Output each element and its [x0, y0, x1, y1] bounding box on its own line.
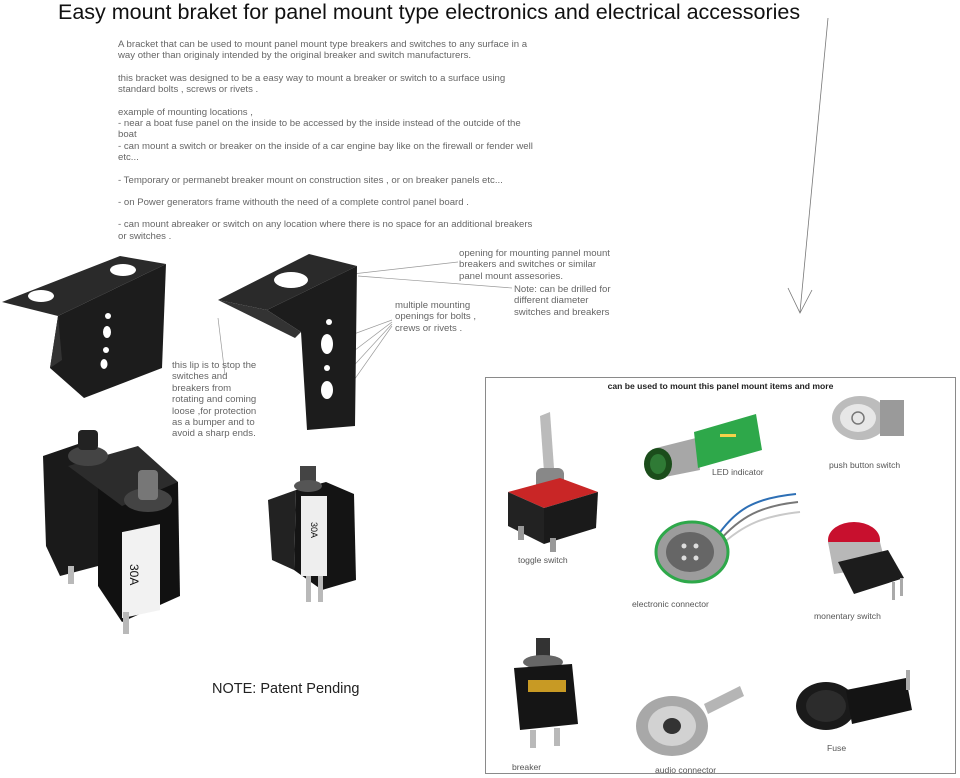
breaker-assembly-image: 30A	[43, 430, 180, 634]
description-paragraph: example of mounting locations , - near a…	[118, 106, 533, 164]
electronic-connector-image	[654, 493, 801, 584]
callout-multiple-openings: multiple mounting openings for bolts , c…	[395, 300, 477, 334]
label-toggle-switch: toggle switch	[518, 555, 568, 565]
label-electronic-connector: electronic connector	[632, 599, 709, 609]
description-paragraph: A bracket that can be used to mount pane…	[118, 39, 528, 62]
label-led-indicator: LED indicator	[712, 467, 764, 477]
page-title: Easy mount braket for panel mount type e…	[58, 0, 801, 24]
callout-opening: opening for mounting pannel mount breake…	[459, 248, 610, 282]
push-button-switch-image	[832, 396, 904, 440]
breaker-small-rating-label: 30A	[309, 522, 319, 538]
fuse-image	[796, 670, 912, 730]
label-breaker: breaker	[512, 762, 542, 772]
breaker-small-image: 30A	[268, 466, 356, 602]
accessories-panel: can be used to mount this panel mount it…	[485, 377, 956, 775]
toggle-switch-image	[508, 412, 598, 552]
callout-drill-note: Note: can be drilled for different diame…	[514, 284, 611, 318]
description-paragraph: - on Power generators frame withouth the…	[118, 197, 469, 209]
patent-note: NOTE: Patent Pending	[212, 681, 360, 697]
audio-connector-image	[636, 686, 744, 756]
description-paragraph: - can mount abreaker or switch on any lo…	[118, 219, 533, 242]
callout-lip: this lip is to stop the switches and bre…	[172, 360, 257, 440]
description-text: A bracket that can be used to mount pane…	[118, 39, 538, 253]
description-paragraph: this bracket was designed to be a easy w…	[118, 72, 506, 96]
description-paragraph: - Temporary or permanebt breaker mount o…	[118, 174, 503, 186]
breaker-rating-label: 30A	[127, 564, 141, 585]
bracket-image-right	[218, 254, 357, 430]
momentary-switch-image	[828, 522, 904, 600]
label-push-button-switch: push button switch	[829, 460, 901, 470]
led-indicator-image	[644, 414, 762, 480]
label-momentary-switch: monentary switch	[814, 611, 881, 621]
panel-heading: can be used to mount this panel mount it…	[607, 381, 834, 391]
breaker-image	[514, 638, 578, 748]
label-audio-connector: audio connector	[655, 765, 717, 775]
label-fuse: Fuse	[827, 743, 847, 753]
bracket-image-left	[2, 256, 166, 398]
